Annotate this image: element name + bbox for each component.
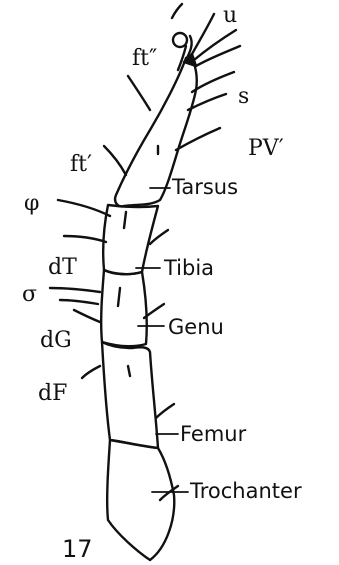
seta-dF bbox=[82, 366, 100, 378]
figure-number: 17 bbox=[62, 537, 93, 561]
label-dT: dT bbox=[48, 257, 77, 279]
seta-u3 bbox=[196, 46, 240, 66]
seta-genu-left bbox=[60, 300, 98, 304]
label-pv: PV′ bbox=[248, 138, 284, 160]
label-ft2: ft″ bbox=[132, 48, 157, 70]
label-dG: dG bbox=[40, 330, 72, 352]
label-sigma: σ bbox=[22, 284, 37, 306]
seta-femur-mid bbox=[128, 366, 130, 376]
label-tarsus: Tarsus bbox=[172, 177, 238, 198]
label-u: u bbox=[223, 5, 237, 27]
trochanter-segment bbox=[107, 440, 174, 560]
label-phi: φ bbox=[24, 193, 39, 215]
seta-tibia-right bbox=[150, 230, 168, 244]
label-dF: dF bbox=[38, 383, 67, 405]
empodium bbox=[173, 33, 187, 47]
seta-ft-double-prime bbox=[172, 4, 182, 18]
label-s: s bbox=[238, 86, 249, 108]
tibia-segment bbox=[103, 205, 158, 274]
seta-phi bbox=[58, 200, 110, 216]
seta-genu-mid bbox=[118, 288, 120, 306]
label-genu: Genu bbox=[168, 317, 224, 338]
seta-ft-left bbox=[128, 76, 150, 110]
label-tibia: Tibia bbox=[164, 258, 214, 279]
seta-dT bbox=[64, 236, 106, 242]
seta-sigma bbox=[50, 288, 100, 292]
seta-s bbox=[192, 72, 234, 92]
genu-segment bbox=[101, 270, 147, 346]
seta-ft-prime bbox=[104, 146, 126, 175]
femur-segment bbox=[102, 342, 158, 448]
seta-tibia-mid bbox=[124, 212, 126, 228]
seta-femur-right bbox=[156, 404, 174, 418]
label-ft1: ft′ bbox=[70, 154, 92, 176]
label-femur: Femur bbox=[180, 424, 246, 445]
seta-dG bbox=[74, 310, 100, 322]
label-trochanter: Trochanter bbox=[190, 481, 302, 502]
